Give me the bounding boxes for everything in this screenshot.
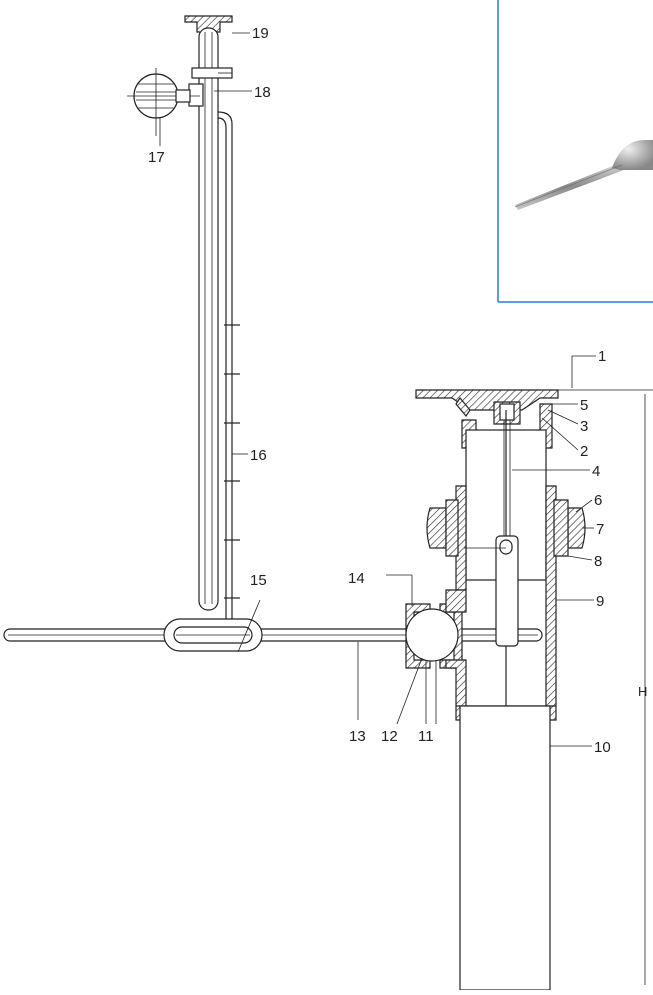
part-label-3: 3 — [580, 418, 588, 435]
part-label-9: 9 — [596, 593, 604, 610]
vertical-rod-assembly — [127, 15, 240, 648]
part-label-18: 18 — [254, 84, 271, 101]
part-label-17: 17 — [148, 149, 165, 166]
part-label-16: 16 — [250, 447, 267, 464]
part-label-13: 13 — [349, 728, 366, 745]
part-label-10: 10 — [594, 739, 611, 756]
part-label-7: 7 — [596, 521, 604, 538]
part-label-12: 12 — [381, 728, 398, 745]
pivot-ball — [405, 603, 463, 669]
height-dimension — [558, 389, 653, 985]
part-label-1: 1 — [598, 348, 606, 365]
part-label-8: 8 — [594, 553, 602, 570]
part-label-2: 2 — [580, 443, 588, 460]
part-labels: 19 18 17 16 15 14 13 12 11 1 5 3 2 4 6 7… — [148, 25, 647, 756]
inset-photo — [497, 0, 653, 303]
leader-lines — [159, 32, 596, 747]
drain-rod-photo — [514, 140, 653, 210]
part-label-19: 19 — [252, 25, 269, 42]
height-label: H — [638, 684, 647, 699]
drain-body — [415, 389, 586, 991]
part-label-15: 15 — [250, 572, 267, 589]
part-label-4: 4 — [592, 463, 600, 480]
part-label-14: 14 — [348, 570, 365, 587]
part-label-6: 6 — [594, 492, 602, 509]
part-label-11: 11 — [418, 728, 434, 745]
part-label-5: 5 — [580, 397, 588, 414]
